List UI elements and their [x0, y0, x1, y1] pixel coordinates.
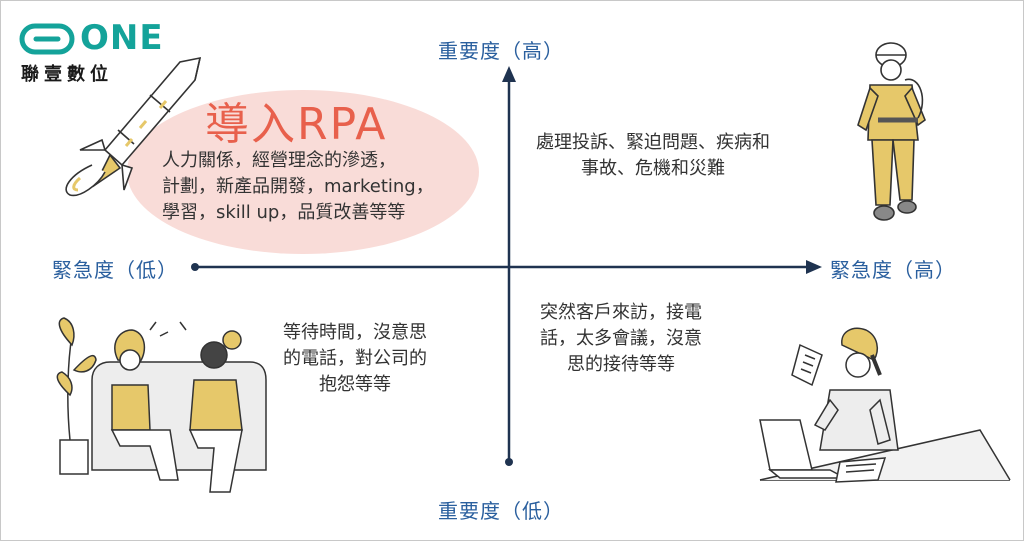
busy-worker-icon [759, 327, 1011, 483]
top-left-line-3: 學習，skill up，品質改善等等 [162, 202, 406, 223]
bottom-right-line-3: 思的接待等等 [567, 354, 675, 375]
bottom-right-line-2: 話，太多會議，沒意 [540, 328, 702, 349]
importance-axis-arrow [502, 66, 516, 82]
axis-label-urgency-high: 緊急度（高） [830, 258, 956, 282]
urgency-axis-origin-dot [191, 263, 199, 271]
bottom-left-line-1: 等待時間，沒意思 [283, 322, 427, 343]
bottom-left-line-2: 的電話，對公司的 [283, 348, 427, 369]
axis-label-importance-high: 重要度（高） [438, 39, 564, 63]
bottom-right-text: 突然客戶來訪，接電 話，太多會議，沒意 思的接待等等 [540, 300, 702, 378]
rpa-title: 導入RPA [205, 99, 388, 150]
top-right-line-1: 處理投訴、緊迫問題、疾病和 [536, 132, 770, 153]
top-right-text: 處理投訴、緊迫問題、疾病和 事故、危機和災難 [536, 130, 770, 182]
chatting-women-icon [56, 317, 267, 493]
logo-brand: ONE [80, 18, 164, 58]
axis-label-importance-low: 重要度（低） [438, 499, 564, 523]
top-left-line-1: 人力關係，經營理念的滲透， [162, 150, 396, 171]
urgency-axis-arrow [806, 260, 822, 274]
bottom-right-line-1: 突然客戶來訪，接電 [540, 302, 702, 323]
bottom-left-text: 等待時間，沒意思 的電話，對公司的 抱怨等等 [283, 320, 427, 398]
rocket-icon [65, 56, 202, 197]
top-left-line-2: 計劃，新產品開發，marketing， [162, 176, 434, 197]
logo-subtitle: 聯壹數位 [21, 64, 113, 85]
logo-icon [19, 23, 75, 55]
axis-label-urgency-low: 緊急度（低） [52, 258, 178, 282]
bottom-left-line-3: 抱怨等等 [319, 374, 391, 395]
top-right-line-2: 事故、危機和災難 [581, 158, 725, 179]
rpa-bubble [127, 90, 479, 254]
firefighter-icon [857, 42, 926, 221]
importance-axis-origin-dot [505, 458, 513, 466]
